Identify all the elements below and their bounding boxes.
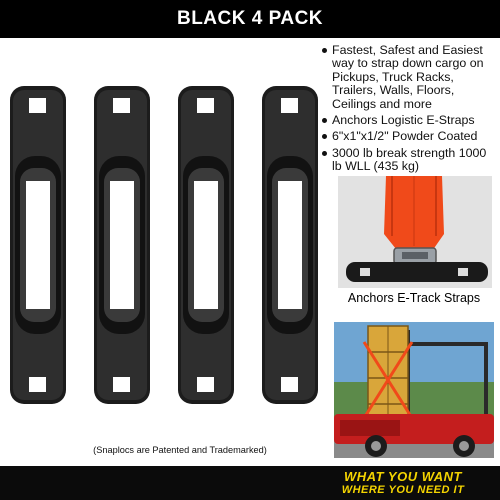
bullet-icon <box>322 48 327 53</box>
header-banner <box>0 0 500 38</box>
footer-strip <box>0 466 500 500</box>
strap-photo-caption: Anchors E-Track Straps <box>347 291 481 305</box>
patent-notice: (Snaplocs are Patented and Trademarked) <box>93 445 267 455</box>
e-track-anchor-1 <box>10 86 66 404</box>
strap-anchor-illustration <box>338 176 492 288</box>
feature-item: Fastest, Safest and Easiest way to strap… <box>322 43 498 111</box>
tagline-line-1: WHAT YOU WANT <box>344 469 462 484</box>
feature-list: Fastest, Safest and Easiest way to strap… <box>322 43 498 177</box>
truck-cargo-illustration <box>334 322 494 458</box>
feature-item: 6"x1"x1/2" Powder Coated <box>322 130 498 143</box>
bullet-icon <box>322 150 327 156</box>
footer-tagline: WHAT YOU WANT WHERE YOU NEED IT <box>312 469 494 499</box>
tagline-line-2: WHERE YOU NEED IT <box>341 484 465 496</box>
feature-item: Anchors Logistic E-Straps <box>322 113 498 127</box>
e-track-anchor-2 <box>94 86 150 404</box>
e-track-anchor-4 <box>262 86 318 404</box>
feature-item: 3000 lb break strength 1000 lb WLL (435 … <box>322 146 498 174</box>
header-title: BLACK 4 PACK <box>176 8 324 29</box>
truck-photo <box>334 322 494 458</box>
bullet-icon <box>322 134 327 140</box>
strap-photo <box>338 176 492 288</box>
e-track-anchor-3 <box>178 86 234 404</box>
bullet-icon <box>322 118 327 124</box>
